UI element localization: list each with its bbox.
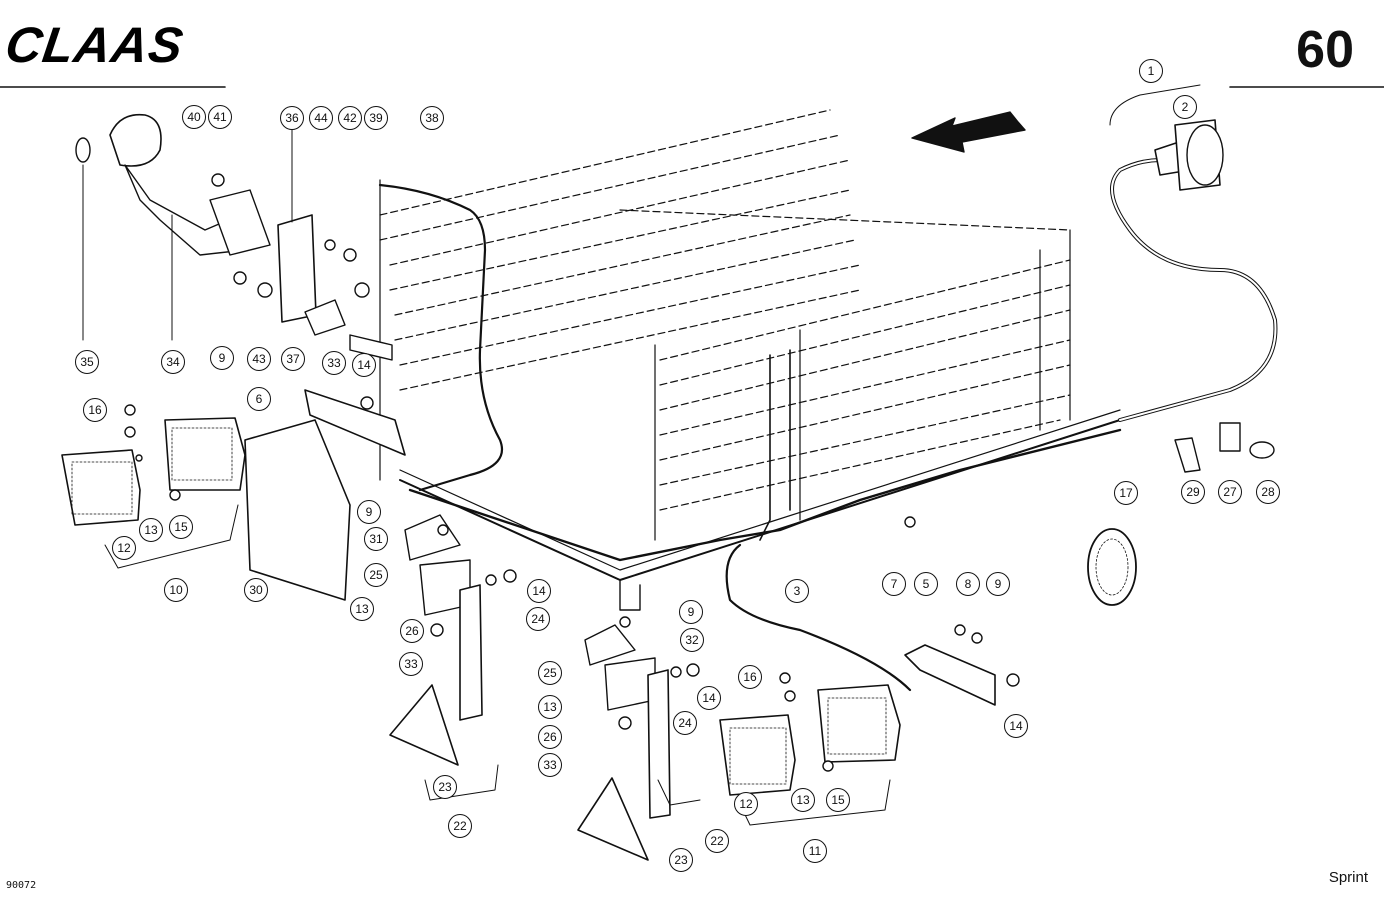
callout-label: 14 xyxy=(527,579,551,603)
callout-label: 40 xyxy=(182,105,206,129)
callout-label: 24 xyxy=(526,607,550,631)
callout-label: 9 xyxy=(986,572,1010,596)
callout-label: 7 xyxy=(882,572,906,596)
callout-label: 14 xyxy=(352,353,376,377)
callout-label: 9 xyxy=(679,600,703,624)
callout-label: 13 xyxy=(538,695,562,719)
callout-label: 3 xyxy=(785,579,809,603)
callout-label: 35 xyxy=(75,350,99,374)
callout-label: 26 xyxy=(538,725,562,749)
callout-label: 41 xyxy=(208,105,232,129)
callout-label: 9 xyxy=(210,346,234,370)
callout-label: 28 xyxy=(1256,480,1280,504)
callout-label: 6 xyxy=(247,387,271,411)
callout-label: 27 xyxy=(1218,480,1242,504)
callout-label: 1 xyxy=(1139,59,1163,83)
callout-label: 29 xyxy=(1181,480,1205,504)
callout-label: 32 xyxy=(680,628,704,652)
callout-label: 42 xyxy=(338,106,362,130)
callout-label: 13 xyxy=(791,788,815,812)
callout-label: 14 xyxy=(697,686,721,710)
callout-label: 33 xyxy=(538,753,562,777)
callout-label: 22 xyxy=(448,814,472,838)
model-name: Sprint xyxy=(1328,869,1368,886)
callout-label: 12 xyxy=(112,536,136,560)
callout-label: 16 xyxy=(738,665,762,689)
callout-label: 5 xyxy=(914,572,938,596)
callout-label: 13 xyxy=(139,518,163,542)
callout-label: 23 xyxy=(669,848,693,872)
callout-label: 33 xyxy=(399,652,423,676)
callout-label: 11 xyxy=(803,839,827,863)
callout-label: 30 xyxy=(244,578,268,602)
callout-label: 10 xyxy=(164,578,188,602)
callout-label: 24 xyxy=(673,711,697,735)
callout-label: 25 xyxy=(538,661,562,685)
callout-label: 13 xyxy=(350,597,374,621)
callout-label: 9 xyxy=(357,500,381,524)
callout-label: 15 xyxy=(169,515,193,539)
callout-label: 2 xyxy=(1173,95,1197,119)
callout-label: 8 xyxy=(956,572,980,596)
callout-label: 44 xyxy=(309,106,333,130)
callout-label: 37 xyxy=(281,347,305,371)
callout-label: 23 xyxy=(433,775,457,799)
callout-label: 22 xyxy=(705,829,729,853)
callout-label: 16 xyxy=(83,398,107,422)
callout-label: 31 xyxy=(364,527,388,551)
drawing-number: 90072 xyxy=(6,880,37,891)
direction-arrow-icon xyxy=(911,111,1026,153)
trailer-body-outline xyxy=(379,109,1071,511)
callout-label: 43 xyxy=(247,347,271,371)
callout-label: 14 xyxy=(1004,714,1028,738)
callout-label: 38 xyxy=(420,106,444,130)
callout-label: 15 xyxy=(826,788,850,812)
callout-label: 26 xyxy=(400,619,424,643)
callout-label: 17 xyxy=(1114,481,1138,505)
callout-label: 34 xyxy=(161,350,185,374)
callout-label: 12 xyxy=(734,792,758,816)
callout-label: 33 xyxy=(322,351,346,375)
callout-label: 25 xyxy=(364,563,388,587)
callout-label: 39 xyxy=(364,106,388,130)
page-number: 60 xyxy=(1296,21,1354,79)
callout-label: 36 xyxy=(280,106,304,130)
